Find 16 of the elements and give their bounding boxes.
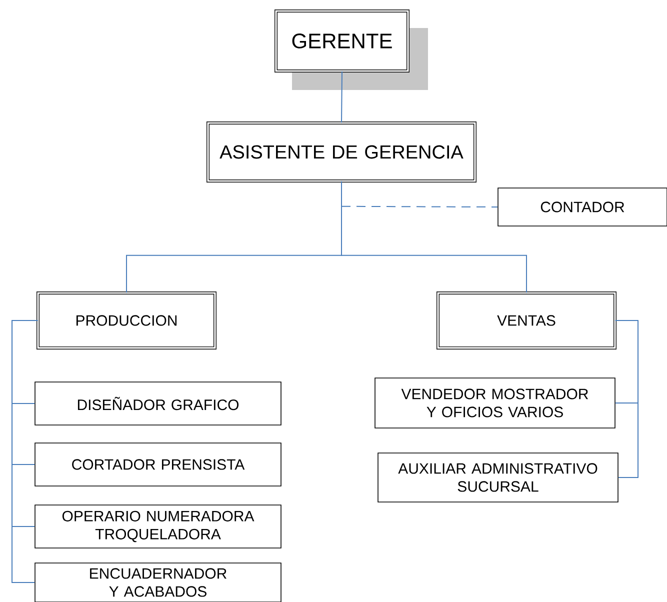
position-box: CORTADOR PRENSISTA bbox=[34, 442, 282, 486]
position-box: AUXILIAR ADMINISTRATIVO SUCURSAL bbox=[378, 452, 618, 502]
department-box: PRODUCCION bbox=[36, 292, 216, 350]
connector-line bbox=[341, 206, 498, 208]
position-box: DISEÑADOR GRAFICO bbox=[34, 382, 282, 426]
connector-line bbox=[341, 70, 342, 124]
position-box: OPERARIO NUMERADORA TROQUELADORA bbox=[34, 504, 282, 548]
position-box: ENCUADERNADOR Y ACABADOS bbox=[34, 562, 282, 602]
position-box: ASISTENTE DE GERENCIA bbox=[206, 122, 476, 182]
connector-line bbox=[614, 320, 638, 478]
connector-line bbox=[12, 320, 38, 583]
department-box: VENTAS bbox=[436, 292, 616, 350]
manager-box: GERENTE bbox=[274, 10, 428, 90]
connector-line bbox=[341, 180, 527, 294]
position-box: CONTADOR bbox=[498, 188, 667, 226]
position-box: VENDEDOR MOSTRADOR Y OFICIOS VARIOS bbox=[374, 378, 616, 428]
